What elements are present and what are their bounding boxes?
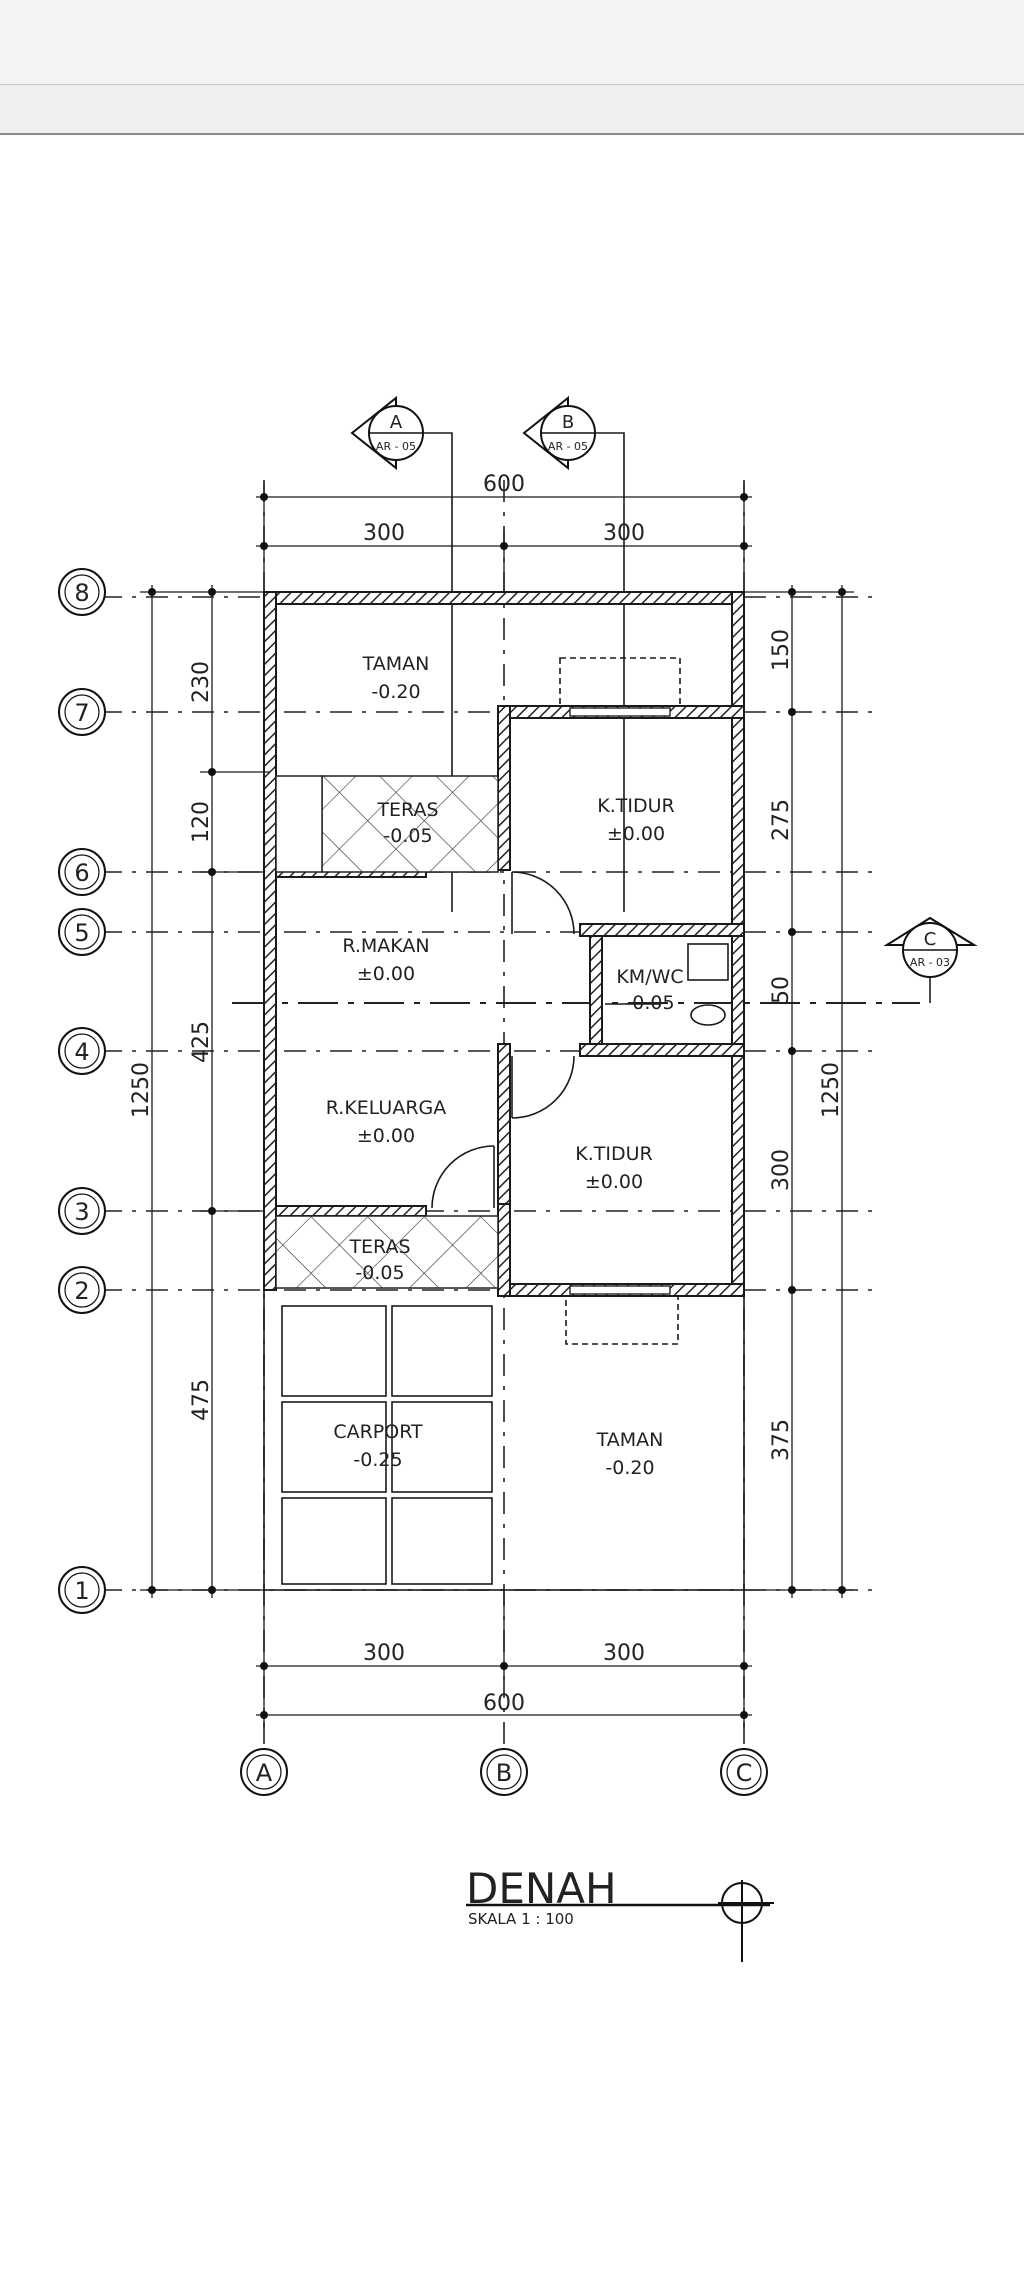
svg-text:1: 1 (74, 1577, 89, 1605)
dimension-label: 50 (769, 976, 794, 1004)
section-letter: A (390, 412, 403, 433)
grid-bubble-row: 1 (58, 1566, 106, 1614)
dimension-label: 230 (189, 661, 214, 703)
dimension-label: 1250 (129, 1062, 154, 1118)
room-level: -0.20 (371, 681, 420, 703)
grid-bubble-column: A (240, 1748, 288, 1796)
room-level: -0.25 (353, 1449, 402, 1471)
dimension-label: 600 (483, 1691, 525, 1716)
teras-floor-upper (321, 775, 499, 873)
dimension-label: 300 (769, 1149, 794, 1191)
dimension-label: 1250 (819, 1062, 844, 1118)
room-name: KM/WC (616, 966, 683, 988)
teras-floor-lower (275, 1215, 499, 1289)
dimension-label: 275 (769, 799, 794, 841)
left-dimensions: 1250 230 120 425 475 (129, 585, 270, 1598)
room-level: -0.20 (605, 1457, 654, 1479)
dimension-label: 425 (189, 1021, 214, 1063)
bottom-dimensions: 300 300 600 (256, 1590, 752, 1728)
grid-bubble-column: B (480, 1748, 528, 1796)
room-level: ±0.00 (357, 1125, 415, 1147)
room-name: TAMAN (362, 653, 430, 675)
svg-text:8: 8 (74, 579, 89, 607)
section-marker-c: C AR - 03 (883, 916, 978, 1003)
dimension-label: 300 (603, 1641, 645, 1666)
room-name: R.KELUARGA (326, 1097, 447, 1119)
room-level: ±0.00 (607, 823, 665, 845)
room-name: R.MAKAN (342, 935, 429, 957)
grid-bubble-row: 2 (58, 1266, 106, 1314)
room-name: TERAS (348, 1236, 410, 1258)
row-grid-markers: 8 7 6 5 4 3 2 (58, 568, 106, 1614)
section-marker-a: A AR - 05 (350, 395, 424, 471)
drawing-title-block: DENAH SKALA 1 : 100 (466, 1864, 774, 1962)
dimension-label: 300 (363, 521, 405, 546)
room-level: ±0.00 (585, 1171, 643, 1193)
dimension-label: 120 (189, 801, 214, 843)
grid-bubble-row: 8 (58, 568, 106, 616)
dimension-label: 300 (603, 521, 645, 546)
room-level: ±0.00 (357, 963, 415, 985)
teras-side (275, 775, 323, 873)
room-level: -0.05 (625, 992, 674, 1014)
grid-bubble-column: C (720, 1748, 768, 1796)
viewer-address-strip (0, 84, 1024, 135)
room-level: -0.05 (383, 825, 432, 847)
svg-text:4: 4 (74, 1038, 89, 1066)
svg-text:3: 3 (74, 1198, 89, 1226)
svg-text:6: 6 (74, 859, 89, 887)
grid-bubble-row: 3 (58, 1187, 106, 1235)
section-sheet: AR - 03 (910, 956, 950, 969)
column-grid-markers: A B C (240, 1748, 768, 1796)
carport-pavers (281, 1305, 493, 1585)
north-arrow-icon (718, 1880, 774, 1962)
section-letter: B (562, 412, 574, 433)
svg-text:B: B (496, 1759, 512, 1787)
dimension-label: 475 (189, 1379, 214, 1421)
dimension-label: 150 (769, 629, 794, 671)
section-sheet: AR - 05 (548, 440, 588, 453)
room-level: -0.05 (355, 1262, 404, 1284)
room-labels: TAMAN -0.20 TERAS -0.05 K.TIDUR ±0.00 R.… (326, 653, 684, 1479)
svg-text:5: 5 (74, 919, 89, 947)
section-marker-b: B AR - 05 (522, 395, 596, 471)
drawing-scale: SKALA 1 : 100 (468, 1910, 574, 1928)
dimension-label: 375 (769, 1419, 794, 1461)
dimension-label: 600 (483, 472, 525, 497)
grid-bubble-row: 4 (58, 1027, 106, 1075)
grid-bubble-row: 7 (58, 688, 106, 736)
top-dimensions: 600 300 300 (256, 472, 752, 592)
viewer-toolbar (0, 0, 1024, 135)
dimension-label: 300 (363, 1641, 405, 1666)
svg-text:2: 2 (74, 1277, 89, 1305)
room-name: TERAS (376, 799, 438, 821)
svg-text:C: C (736, 1759, 753, 1787)
room-name: CARPORT (333, 1421, 423, 1443)
svg-text:7: 7 (74, 699, 89, 727)
grid-bubble-row: 6 (58, 848, 106, 896)
right-dimensions: 150 275 50 300 375 1250 (744, 585, 854, 1598)
room-name: K.TIDUR (575, 1143, 652, 1165)
section-letter: C (924, 929, 937, 950)
room-name: TAMAN (596, 1429, 664, 1451)
grid-bubble-row: 5 (58, 908, 106, 956)
section-sheet: AR - 05 (376, 440, 416, 453)
room-name: K.TIDUR (597, 795, 674, 817)
svg-text:A: A (256, 1759, 273, 1787)
